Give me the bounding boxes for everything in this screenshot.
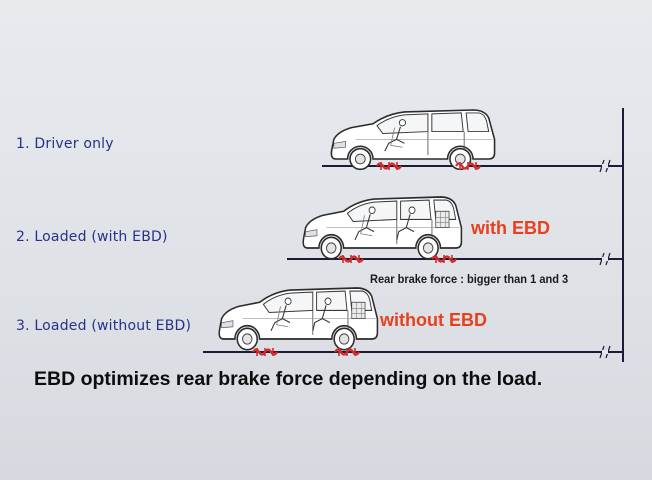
row-label-loaded-with-ebd: 2. Loaded (with EBD) xyxy=(16,229,168,245)
break-symbol-icon xyxy=(600,346,610,358)
without-ebd-tag: without EBD xyxy=(380,310,487,331)
summary-caption: EBD optimizes rear brake force depending… xyxy=(34,368,542,391)
brake-force-icon xyxy=(456,162,480,170)
row-2-scene xyxy=(287,197,623,265)
brake-force-icon xyxy=(253,348,277,356)
brake-force-icon xyxy=(377,162,401,170)
row-label-driver-only: 1. Driver only xyxy=(16,136,114,152)
brake-force-icon xyxy=(432,255,456,263)
brake-force-icon xyxy=(339,255,363,263)
break-symbol-icon xyxy=(600,253,610,265)
row-1-scene xyxy=(322,110,623,172)
with-ebd-tag: with EBD xyxy=(471,218,550,239)
row-label-loaded-without-ebd: 3. Loaded (without EBD) xyxy=(16,318,191,334)
minivan-icon xyxy=(331,110,494,169)
brake-force-icon xyxy=(335,348,359,356)
cargo-load-icon xyxy=(436,211,449,227)
cargo-load-icon xyxy=(352,302,365,318)
rear-brake-force-note: Rear brake force : bigger than 1 and 3 xyxy=(370,272,568,286)
break-symbol-icon xyxy=(600,160,610,172)
